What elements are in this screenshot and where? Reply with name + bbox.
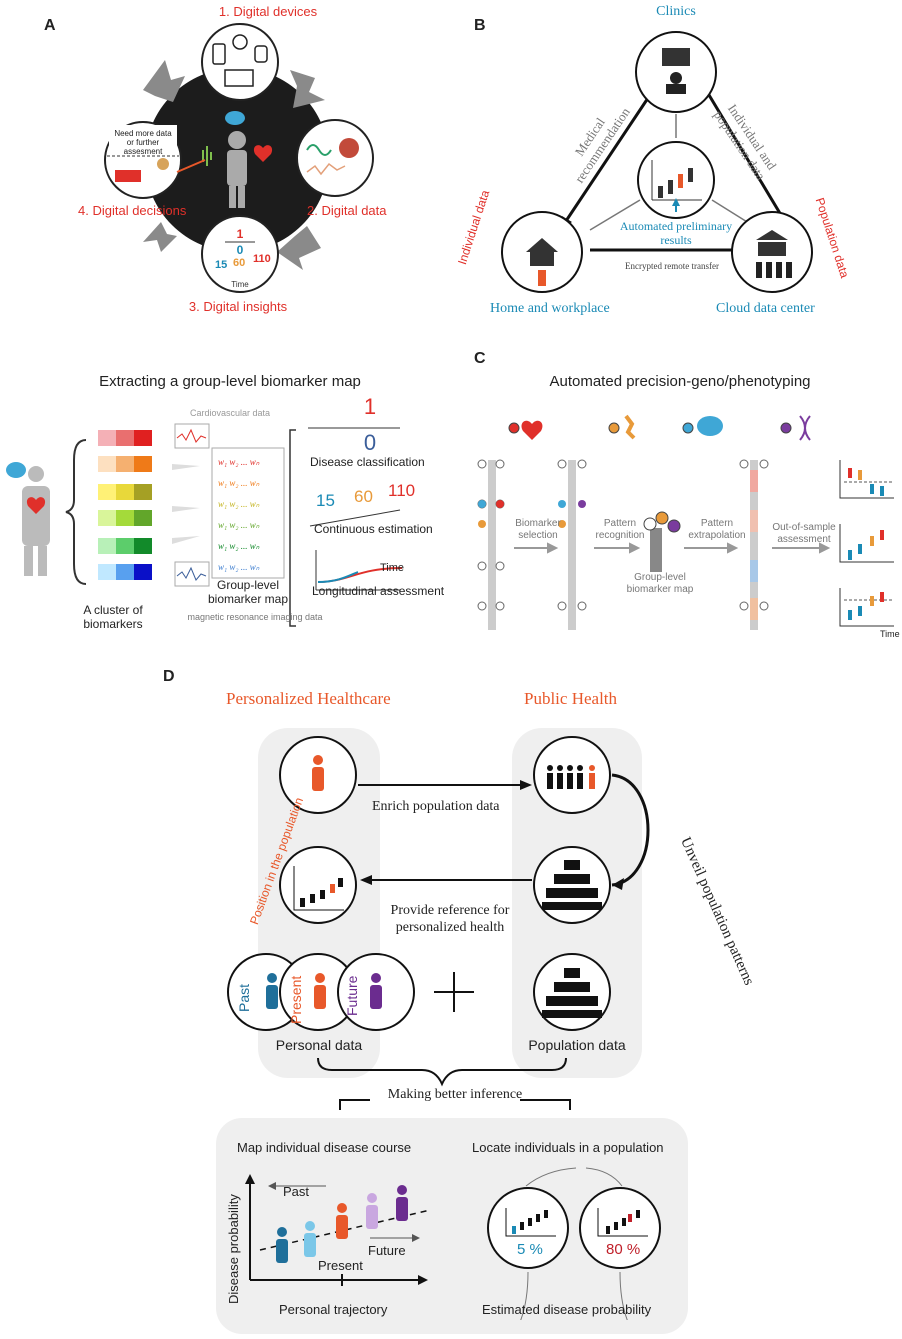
future-label: Future: [344, 975, 360, 1016]
provide-label: Provide reference for personalized healt…: [390, 903, 510, 935]
personalized-title: Personalized Healthcare: [226, 689, 391, 708]
past2-label: Past: [283, 1184, 310, 1199]
step2-label: 2. Digital data: [307, 203, 387, 218]
panel-a-label: A: [44, 17, 56, 34]
out-of-sample-label: Out-of-sample assessment: [772, 522, 836, 545]
step3-label: 3. Digital insights: [188, 299, 288, 314]
weight-row-6: w₁ w₂ ... wₙ: [218, 562, 260, 572]
personal-data-label: Personal data: [275, 1037, 363, 1053]
home-label: Home and workplace: [490, 301, 610, 316]
cluster-label: A cluster of biomarkers: [83, 603, 143, 631]
present2-label: Present: [318, 1258, 363, 1273]
inference-diagram: [245, 1167, 661, 1320]
pct-high: 80 %: [606, 1241, 641, 1258]
estimated-label: Estimated disease probability: [482, 1302, 652, 1317]
cloud-label: Cloud data center: [716, 301, 815, 316]
group-map-label: Group-level biomarker map: [207, 578, 289, 606]
insight-top2: 0: [237, 243, 244, 257]
insight-val-2: 60: [233, 257, 245, 269]
pct-low: 5 %: [517, 1241, 543, 1258]
panel-d-label: D: [163, 668, 175, 685]
map-title: Extracting a group-level biomarker map: [99, 373, 361, 390]
trajectory-label: Personal trajectory: [279, 1302, 388, 1317]
weight-list: w₁ w₂ ... wₙ w₁ w₂ ... wₙ w₁ w₂ ... wₙ w…: [218, 452, 288, 578]
mri-label: magnetic resonance imaging data: [187, 612, 323, 622]
longitudinal-label: Longitudinal assessment: [312, 584, 445, 598]
step4-label: 4. Digital decisions: [78, 203, 187, 218]
map-course-label: Map individual disease course: [237, 1140, 412, 1155]
past-label: Past: [236, 983, 252, 1012]
class-0: 0: [363, 430, 377, 455]
insight-time: Time: [231, 280, 249, 289]
encrypted-label: Encrypted remote transfer: [625, 261, 719, 271]
weight-row-3: w₁ w₂ ... wₙ: [218, 499, 260, 509]
present-label: Present: [288, 975, 304, 1024]
cont-est-label: Continuous estimation: [314, 522, 433, 536]
insight-val-3: 110: [253, 253, 271, 265]
weight-row-2: w₁ w₂ ... wₙ: [218, 478, 260, 488]
biomarker-map-diagram: [6, 423, 403, 627]
panel-c-title: Automated precision-geno/phenotyping: [549, 373, 811, 390]
automated-label: Automated preliminary results: [619, 219, 733, 247]
c-group-map-label: Group-level biomarker map: [626, 572, 694, 595]
disease-class-label: Disease classification: [310, 455, 425, 469]
population-data-d-label: Population data: [528, 1037, 626, 1053]
data-flow-diagram: [501, 31, 813, 293]
public-title: Public Health: [524, 689, 618, 708]
digital-cycle-diagram: 1 0 15 60 110 Time: [104, 23, 374, 293]
cardio-label: Cardiovascular data: [189, 408, 271, 418]
cont-val-2: 60: [354, 487, 373, 506]
healthcare-flow-diagram: [227, 736, 650, 1110]
cont-val-1: 15: [316, 491, 335, 510]
weight-row-4: w₁ w₂ ... wₙ: [218, 520, 260, 530]
weight-row-1: w₁ w₂ ... wₙ: [218, 457, 260, 467]
pattern-recognition-label: Pattern recognition: [595, 518, 645, 541]
panel-c-label: C: [474, 350, 486, 367]
step1-label: 1. Digital devices: [218, 4, 318, 19]
cont-val-3: 110: [388, 481, 416, 500]
clinics-label: Clinics: [656, 4, 696, 19]
disease-prob-label: Disease probability: [226, 1194, 241, 1304]
locate-label: Locate individuals in a population: [472, 1140, 664, 1155]
class-1: 1: [363, 394, 377, 419]
pattern-extrapolation-label: Pattern extrapolation: [688, 518, 746, 541]
panel-b-label: B: [474, 17, 486, 34]
future2-label: Future: [368, 1243, 406, 1258]
enrich-label: Enrich population data: [372, 799, 500, 814]
phenotyping-diagram: [477, 414, 894, 630]
map-time-label: Time: [380, 562, 405, 574]
insight-val-1: 15: [215, 259, 227, 271]
more-data-note: Need more data or further assesment: [114, 129, 172, 156]
c-time-label: Time: [880, 629, 900, 639]
weight-row-5: w₁ w₂ ... wₙ: [218, 541, 260, 551]
making-label: Making better inference: [387, 1087, 523, 1102]
biomarker-selection-label: Biomarker selection: [515, 518, 561, 541]
insight-top1: 1: [237, 227, 244, 241]
